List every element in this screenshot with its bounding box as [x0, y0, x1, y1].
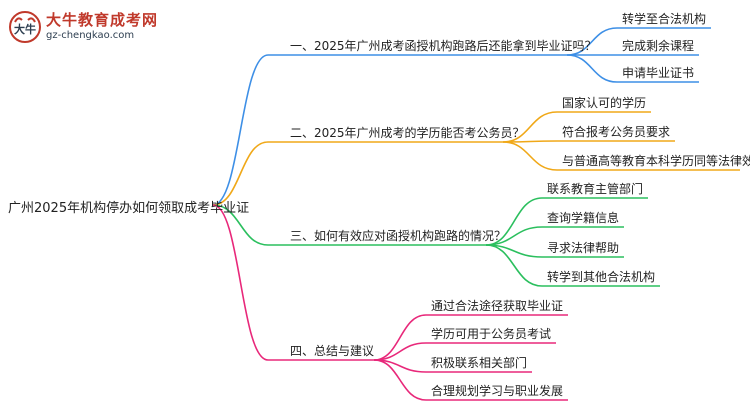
- leaf-label-1-1: 转学至合法机构: [622, 12, 707, 26]
- leaf-connector-3-1: [485, 197, 648, 246]
- leaf-label-1-2: 完成剩余课程: [622, 39, 695, 53]
- leaf-connector-2-2: [502, 140, 675, 143]
- branch-label-1: 一、2025年广州成考函授机构跑路后还能拿到毕业证吗？: [290, 39, 597, 53]
- branch-connector-1: [212, 54, 567, 206]
- leaf-connector-1-1: [566, 27, 711, 56]
- branch-label-4: 四、总结与建议: [290, 344, 375, 358]
- leaf-label-4-4: 合理规划学习与职业发展: [431, 384, 564, 398]
- leaf-connector-3-3: [485, 244, 624, 258]
- leaf-label-4-1: 通过合法途径获取毕业证: [431, 299, 564, 313]
- leaf-connector-4-4: [373, 359, 568, 401]
- leaf-label-4-2: 学历可用于公务员考试: [431, 327, 552, 341]
- logo-url: gz-chengkao.com: [46, 30, 135, 41]
- branch-connector-2: [212, 141, 503, 206]
- leaf-label-4-3: 积极联系相关部门: [431, 356, 528, 370]
- mindmap-root: 广州2025年机构停办如何领取成考毕业证: [8, 201, 250, 216]
- bull-logo-icon: 大牛: [9, 11, 41, 43]
- branch-label-3: 三、如何有效应对函授机构跑路的情况？: [290, 229, 507, 243]
- leaf-label-3-3: 寻求法律帮助: [547, 241, 620, 255]
- leaf-label-2-3: 与普通高等教育本科学历同等法律效力: [562, 154, 750, 168]
- leaf-connector-2-3: [502, 141, 740, 171]
- leaf-connector-3-2: [485, 226, 624, 246]
- leaf-label-3-1: 联系教育主管部门: [547, 182, 644, 196]
- leaf-connector-4-1: [373, 314, 568, 361]
- leaf-connector-3-4: [485, 244, 660, 287]
- branch-connector-4: [212, 204, 374, 361]
- leaf-label-2-2: 符合报考公务员要求: [562, 125, 671, 139]
- leaf-label-3-2: 查询学籍信息: [547, 211, 620, 225]
- leaf-connector-1-3: [566, 54, 699, 83]
- leaf-label-3-4: 转学到其他合法机构: [547, 270, 656, 284]
- leaf-label-1-3: 申请毕业证书: [622, 66, 695, 80]
- leaf-connector-4-2: [373, 342, 556, 361]
- branch-connector-3: [212, 204, 486, 246]
- leaf-label-2-1: 国家认可的学历: [562, 96, 647, 110]
- logo-title: 大牛教育成考网: [46, 11, 159, 29]
- site-logo[interactable]: 大牛 大牛教育成考网 gz-chengkao.com: [6, 6, 166, 50]
- branch-label-2: 二、2025年广州成考的学历能否考公务员？: [290, 126, 525, 140]
- leaf-connector-2-1: [502, 111, 651, 143]
- logo-mark-text: 大牛: [14, 22, 36, 36]
